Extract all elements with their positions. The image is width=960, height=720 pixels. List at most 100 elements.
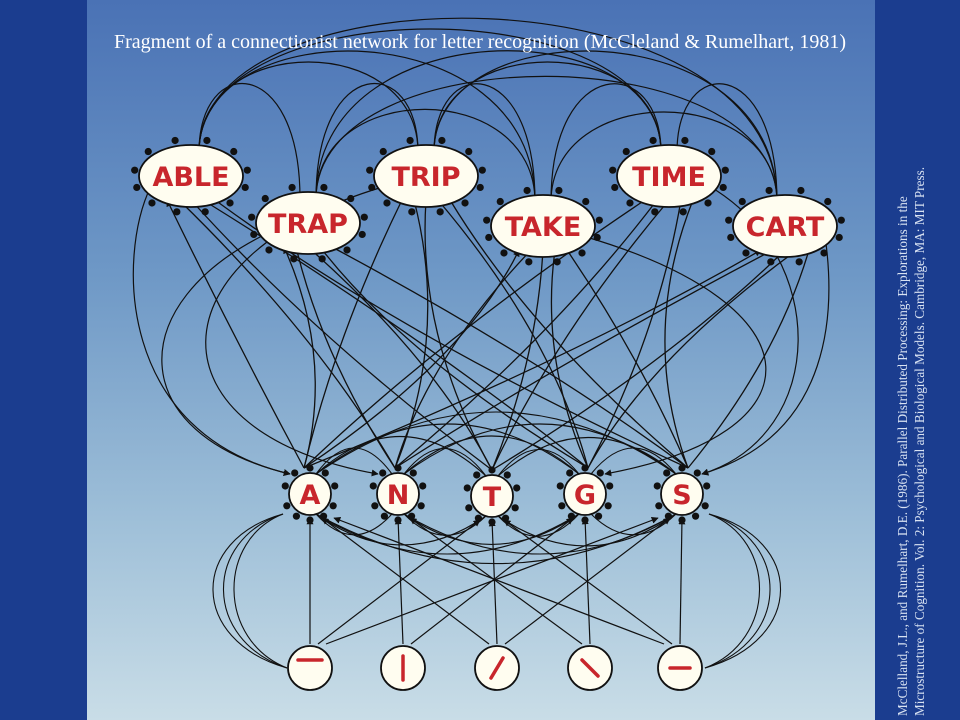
- inhibition-dot: [463, 484, 471, 492]
- inhibition-dot: [765, 186, 773, 195]
- word-letter-connection: [394, 249, 532, 469]
- letter-node-a: A: [288, 472, 332, 516]
- inhibition-dot: [261, 194, 269, 203]
- inhibition-dot: [408, 208, 416, 216]
- letter-node-n: N: [376, 472, 420, 516]
- inhibition-dot: [306, 516, 314, 524]
- inhibition-dot: [655, 502, 663, 510]
- word-node-take: TAKE: [490, 194, 596, 258]
- inhibition-dot: [626, 199, 634, 207]
- inhibition-dot: [320, 183, 328, 192]
- feature-letter-connection: [678, 517, 686, 645]
- inhibition-dot: [465, 147, 473, 156]
- inhibition-dot: [581, 464, 589, 472]
- left-diagonal-icon: [580, 658, 600, 678]
- inhibition-dot: [419, 482, 427, 490]
- inhibition-dot: [581, 516, 589, 524]
- inhibition-dot: [622, 147, 630, 156]
- feature-letter-connection: [503, 519, 673, 645]
- inhibition-dot: [438, 136, 446, 145]
- inhibition-dot: [265, 246, 273, 254]
- letter-node-label: G: [574, 480, 596, 511]
- inhibition-dot: [148, 199, 156, 207]
- inhibition-dot: [476, 183, 484, 192]
- word-word-inhibition: [315, 83, 419, 200]
- inhibition-dot: [611, 183, 619, 192]
- word-letter-connection: [394, 249, 774, 469]
- inhibition-dot: [171, 136, 179, 145]
- word-word-inhibition: [433, 61, 662, 153]
- feature-node-f2: [380, 645, 426, 691]
- inhibition-dot: [693, 469, 701, 477]
- letter-letter-inhibition: [403, 513, 677, 555]
- inhibition-dot: [566, 469, 574, 477]
- inhibition-dot: [321, 469, 329, 477]
- network-connections: [132, 17, 830, 669]
- inhibition-dot: [226, 199, 234, 207]
- word-letter-connection: [449, 199, 689, 469]
- word-node-trip: TRIP: [373, 144, 479, 208]
- inhibition-dot: [523, 186, 531, 195]
- inhibition-dot: [474, 514, 483, 522]
- word-letter-connection: [190, 199, 493, 471]
- inhibition-dot: [283, 502, 291, 510]
- inhibition-dot: [553, 258, 561, 266]
- word-node-time: TIME: [616, 144, 722, 208]
- word-word-inhibition: [315, 50, 662, 200]
- letter-node-label: S: [672, 480, 691, 511]
- inhibition-dot: [727, 233, 735, 242]
- citation-line-2: Microstructure of Cognition. Vol. 2: Psy…: [912, 166, 927, 716]
- inhibition-dot: [651, 208, 659, 216]
- word-letter-connection: [587, 199, 682, 469]
- right-diagonal-icon: [489, 656, 505, 680]
- word-word-inhibition: [433, 50, 778, 203]
- inhibition-dot: [144, 147, 152, 156]
- letter-letter-inhibition: [403, 423, 677, 475]
- inhibition-dot: [496, 197, 504, 206]
- inhibition-dot: [558, 502, 566, 510]
- inhibition-dot: [407, 512, 416, 520]
- citation-line-1: McClelland, J.L., and Rumelhart, D.E. (1…: [895, 196, 910, 716]
- inhibition-dot: [664, 512, 673, 520]
- feature-node-f3: [474, 645, 520, 691]
- letter-node-label: A: [300, 480, 321, 511]
- inhibition-dot: [380, 512, 389, 520]
- inhibition-dot: [824, 197, 832, 206]
- word-node-label: CART: [746, 212, 825, 243]
- inhibition-dot: [663, 469, 671, 477]
- word-node-label: TRIP: [391, 162, 460, 193]
- feature-node-f1: [287, 645, 333, 691]
- word-letter-connection: [307, 246, 493, 471]
- word-letter-connection: [566, 249, 689, 469]
- inhibition-dot: [230, 147, 238, 156]
- inhibition-dot: [678, 464, 686, 472]
- inhibition-dot: [347, 194, 355, 203]
- inhibition-dot: [241, 183, 249, 192]
- word-letter-connection: [491, 249, 547, 471]
- word-letter-connection: [303, 249, 520, 469]
- feature-node-f4: [567, 645, 613, 691]
- inhibition-dot: [436, 208, 444, 216]
- inhibition-dot: [417, 502, 425, 510]
- inhibition-dot: [369, 482, 377, 490]
- inhibition-dot: [725, 216, 733, 224]
- word-letter-connection: [687, 249, 810, 469]
- word-node-label: TRAP: [268, 209, 348, 240]
- feature-letter-connection: [317, 519, 481, 645]
- letter-node-label: T: [483, 482, 502, 513]
- inhibition-dot: [767, 258, 775, 266]
- word-letter-connection: [550, 249, 589, 469]
- inhibition-dot: [596, 469, 604, 477]
- inhibition-dot: [606, 482, 614, 490]
- word-word-inhibition: [198, 83, 301, 200]
- inhibition-dot: [719, 183, 727, 192]
- letter-node-t: T: [470, 474, 514, 518]
- feature-loop: [704, 513, 771, 669]
- letter-letter-inhibition: [315, 513, 677, 565]
- feature-letter-connection: [409, 517, 583, 645]
- inhibition-dot: [394, 464, 402, 472]
- inhibition-dot: [358, 230, 366, 239]
- letter-letter-inhibition: [315, 423, 580, 475]
